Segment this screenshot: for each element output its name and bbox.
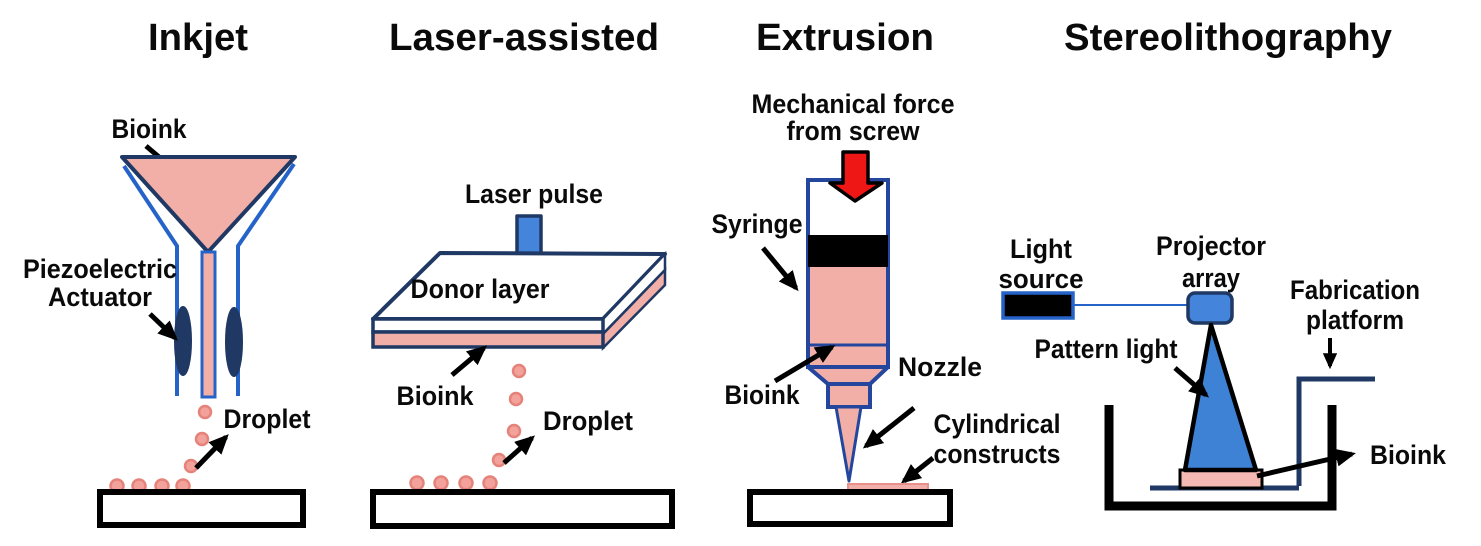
piezo-label-line1: Piezoelectric — [23, 254, 177, 284]
panel-extrusion: Extrusion Mechanical force from screw Sy… — [712, 17, 1061, 527]
panel-stereolithography: Stereolithography Light source Projector… — [999, 17, 1447, 511]
donor-layer-strip — [371, 317, 605, 334]
droplet — [197, 404, 213, 420]
panel-title-inkjet: Inkjet — [148, 17, 248, 59]
nozzle-arrow — [862, 406, 916, 449]
droplet — [491, 452, 507, 468]
light-source-label-line2: source — [999, 264, 1084, 294]
panel-inkjet: Inkjet Bioink Piezoelectric Actuator Dro… — [23, 17, 311, 528]
bioink-block — [1178, 468, 1264, 490]
piezo-actuator-left — [174, 306, 192, 376]
panel-title-stereolithography: Stereolithography — [1064, 17, 1392, 59]
fabrication-platform-label-line2: platform — [1306, 305, 1404, 335]
droplet — [409, 475, 425, 491]
droplet — [458, 475, 474, 491]
syringe-arrow — [761, 246, 799, 292]
extrusion-nozzle — [834, 405, 863, 483]
funnel-reservoir — [120, 155, 297, 254]
light-source-box — [1001, 291, 1075, 320]
bioink-label-inkjet: Bioink — [112, 114, 188, 144]
force-label-line2: from screw — [787, 116, 921, 146]
vat — [1104, 405, 1337, 511]
bioink-arrow-laser — [450, 345, 488, 377]
constructs-label-line2: constructs — [934, 439, 1061, 469]
panel-title-extrusion: Extrusion — [756, 17, 934, 59]
constructs-label-line1: Cylindrical — [934, 409, 1061, 439]
bioink-label-extrusion: Bioink — [725, 380, 801, 410]
projector-label-line1: Projector — [1156, 231, 1266, 261]
syringe-shoulder — [806, 365, 890, 386]
bioink-label-stereolithography: Bioink — [1370, 440, 1447, 470]
piezo-actuator-right — [225, 307, 243, 377]
bioink-layer-strip — [371, 330, 605, 349]
droplet — [511, 363, 527, 379]
droplet — [433, 475, 449, 491]
syringe-plunger — [808, 235, 888, 267]
projector-array-box — [1186, 291, 1234, 325]
pattern-light-arrow — [1173, 366, 1210, 398]
panel-title-laser: Laser-assisted — [389, 17, 659, 59]
droplet — [194, 431, 210, 447]
fabrication-platform-arm — [1296, 376, 1375, 486]
droplet-arrow-laser — [502, 435, 535, 465]
mechanical-force-block-arrow — [828, 150, 884, 203]
syringe-neck — [826, 382, 872, 409]
constructs-arrow — [900, 456, 935, 484]
nozzle-label: Nozzle — [898, 352, 982, 382]
droplet — [482, 475, 498, 491]
print-platform-extrusion — [747, 489, 953, 527]
projector-label-line2: array — [1182, 263, 1240, 293]
nozzle-channel — [200, 250, 217, 399]
force-label-line1: Mechanical force — [752, 89, 955, 119]
print-platform-laser — [370, 489, 675, 529]
light-source-label-line1: Light — [1010, 234, 1072, 264]
syringe-label: Syringe — [712, 209, 803, 239]
bioink-label-laser: Bioink — [397, 381, 475, 411]
syringe-bioink-fill — [810, 267, 886, 365]
panel-laser-assisted: Laser-assisted Laser pulse Donor layer B… — [370, 17, 675, 529]
laser-pulse-label: Laser pulse — [465, 179, 603, 209]
falling-droplets-inkjet — [183, 404, 213, 474]
bioink-arrow-extrusion — [773, 344, 836, 384]
deposited-droplets-laser — [409, 475, 498, 491]
donor-layer-label: Donor layer — [411, 274, 550, 304]
bioink-arrow-stereolithography — [1256, 448, 1356, 479]
droplet-arrow-inkjet — [194, 434, 229, 470]
print-platform-inkjet — [97, 489, 306, 528]
droplet-label-inkjet: Droplet — [224, 404, 311, 434]
piezo-label-line2: Actuator — [48, 282, 152, 312]
droplet — [506, 423, 522, 439]
pattern-light-cone — [1182, 322, 1259, 473]
fabrication-platform-label-line1: Fabrication — [1290, 275, 1420, 305]
droplet-label-laser: Droplet — [543, 406, 633, 436]
droplet — [508, 391, 524, 407]
piezo-arrow — [148, 312, 178, 341]
pattern-light-label: Pattern light — [1035, 334, 1178, 364]
